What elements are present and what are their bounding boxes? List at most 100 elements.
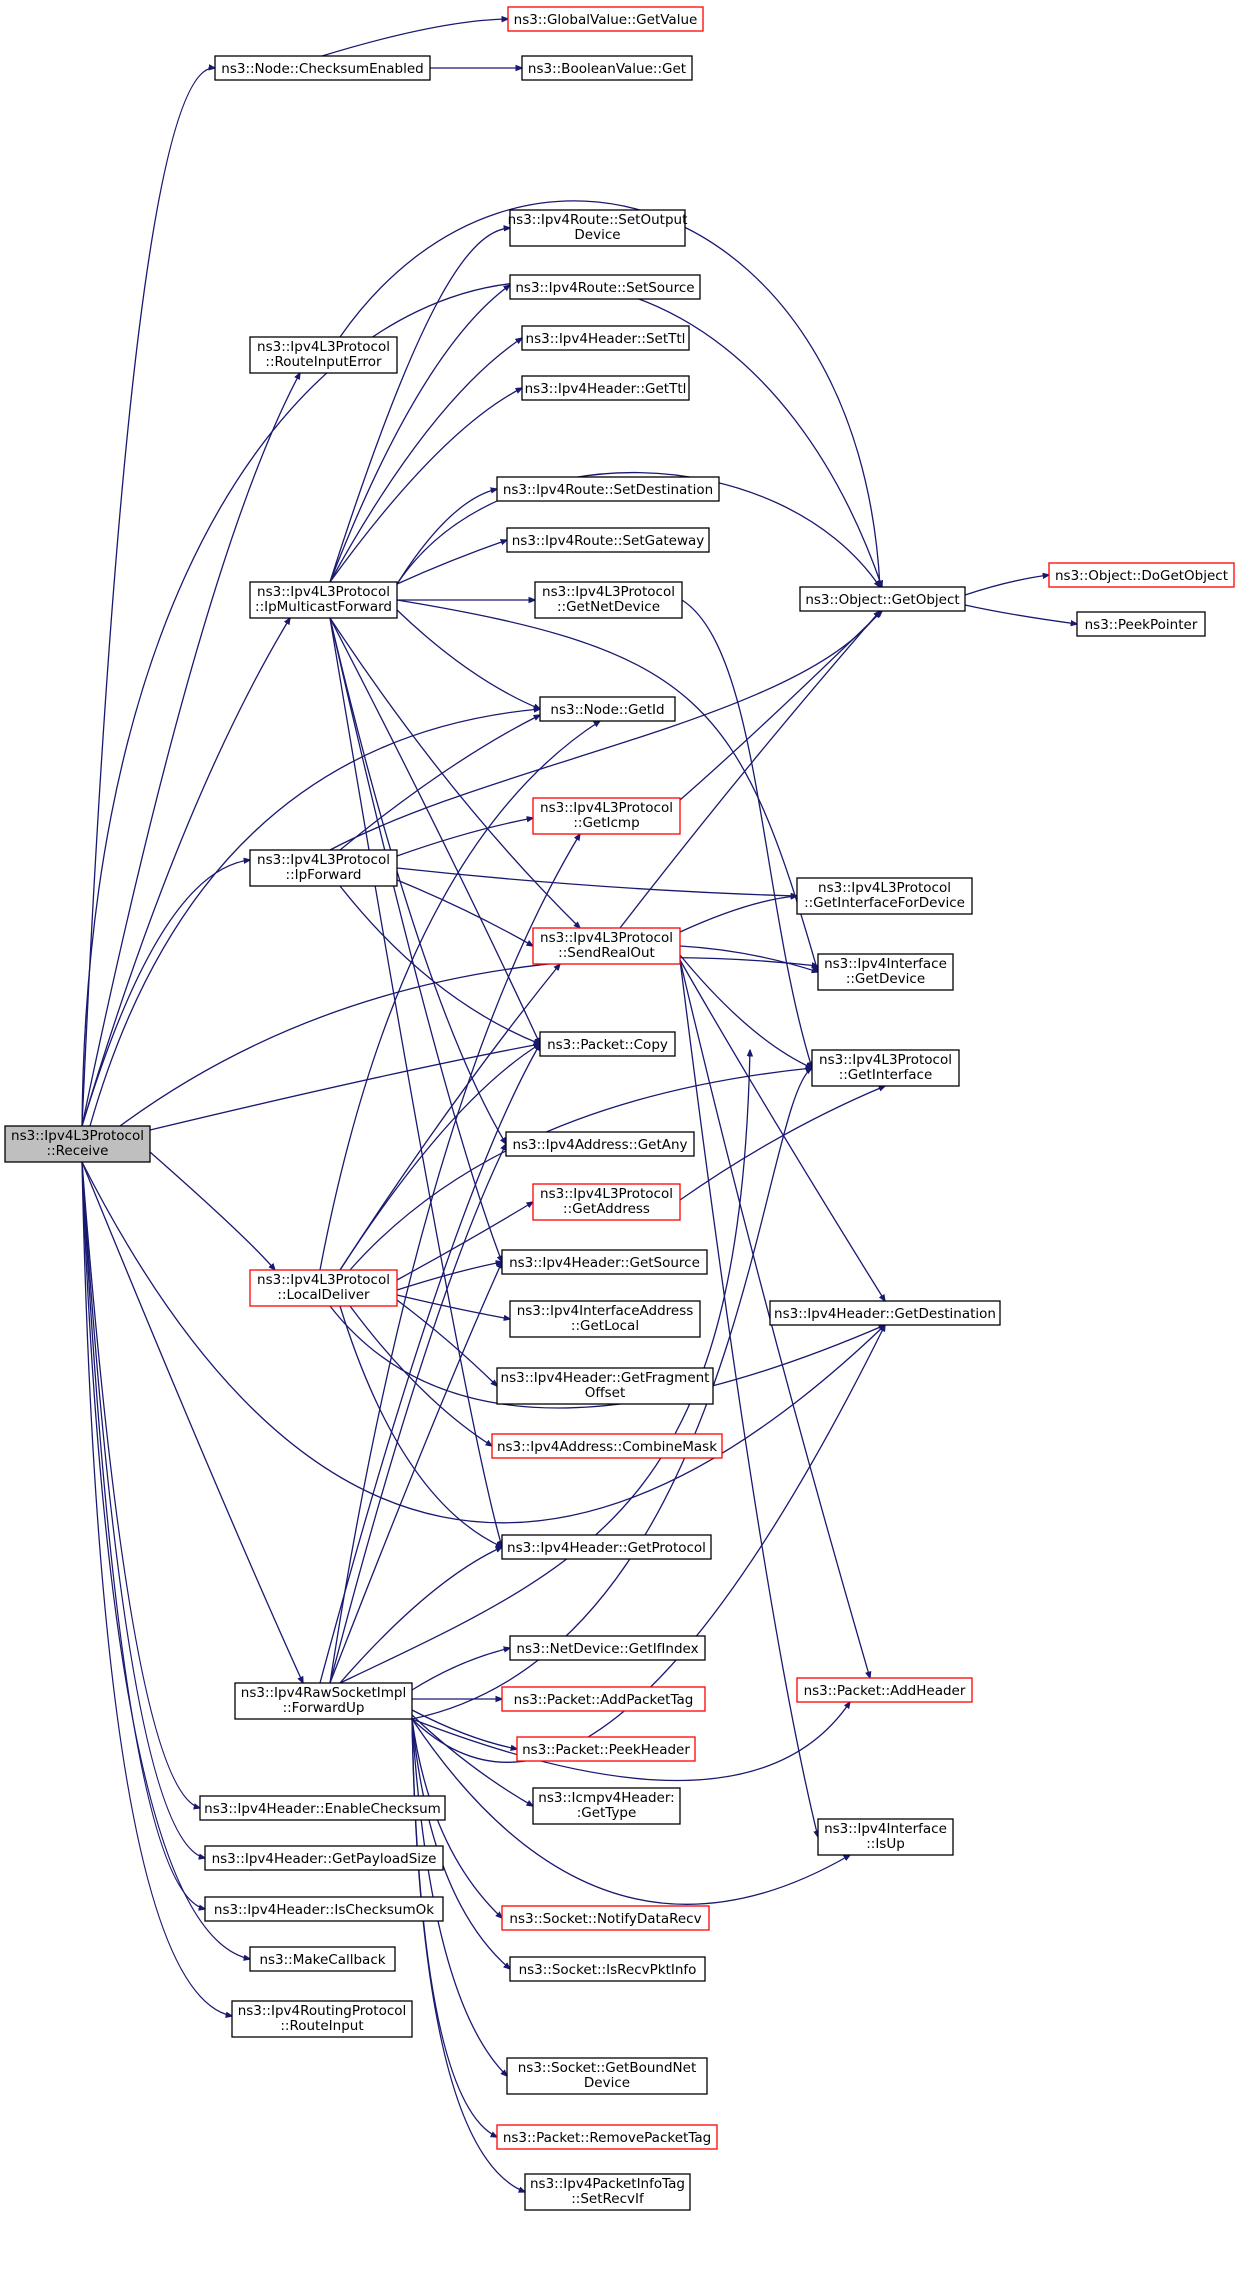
- edge-ipMulticastForward-to-setDestination: [396, 489, 497, 585]
- node-getSourceHdr[interactable]: ns3::Ipv4Header::GetSource: [501, 1249, 708, 1275]
- node-box: [249, 1946, 396, 1972]
- node-isChecksumOk[interactable]: ns3::Ipv4Header::IsChecksumOk: [204, 1896, 444, 1922]
- node-getAddress[interactable]: ns3::Ipv4L3Protocol::GetAddress: [532, 1183, 681, 1221]
- node-sendRealOut[interactable]: ns3::Ipv4L3Protocol::SendRealOut: [532, 927, 681, 965]
- node-label: ::SetRecvIf: [571, 2191, 645, 2207]
- node-peekHeader[interactable]: ns3::Packet::PeekHeader: [516, 1736, 696, 1762]
- node-setTtl[interactable]: ns3::Ipv4Header::SetTtl: [521, 325, 690, 351]
- node-box: [539, 1031, 676, 1057]
- node-setGateway[interactable]: ns3::Ipv4Route::SetGateway: [506, 527, 710, 553]
- node-box: [796, 1677, 973, 1703]
- node-addPacketTag[interactable]: ns3::Packet::AddPacketTag: [501, 1686, 706, 1712]
- node-notifyDataRecv[interactable]: ns3::Socket::NotifyDataRecv: [501, 1905, 710, 1931]
- node-box: [204, 1896, 444, 1922]
- node-getPayloadSize[interactable]: ns3::Ipv4Header::GetPayloadSize: [204, 1845, 444, 1871]
- node-ipMulticastForward[interactable]: ns3::Ipv4L3Protocol::IpMulticastForward: [249, 581, 398, 619]
- edge-localDeliver-to-getDestinationHdr: [329, 1305, 885, 1409]
- node-label: ns3::Packet::PeekHeader: [522, 1742, 690, 1758]
- edge-getNetDevice-to-getInterface: [681, 599, 812, 1068]
- node-label: ::GetInterface: [839, 1067, 933, 1083]
- node-box: [817, 953, 954, 991]
- node-getInterfaceForDevice[interactable]: ns3::Ipv4L3Protocol::GetInterfaceForDevi…: [796, 877, 973, 915]
- node-getIfIndex[interactable]: ns3::NetDevice::GetIfIndex: [509, 1635, 706, 1661]
- node-combineMask[interactable]: ns3::Ipv4Address::CombineMask: [491, 1433, 723, 1459]
- node-getAny[interactable]: ns3::Ipv4Address::GetAny: [505, 1131, 695, 1157]
- node-checksumEnabled[interactable]: ns3::Node::ChecksumEnabled: [214, 55, 431, 81]
- edge-ipMulticastForward-to-setOutputDevice: [329, 228, 510, 583]
- node-label: ns3::Ipv4Route::SetDestination: [503, 482, 713, 498]
- node-getObject[interactable]: ns3::Object::GetObject: [799, 586, 966, 612]
- node-setSource[interactable]: ns3::Ipv4Route::SetSource: [509, 274, 701, 300]
- node-label: ns3::Ipv4L3Protocol: [257, 584, 390, 600]
- node-icmpGetType[interactable]: ns3::Icmpv4Header::GetType: [532, 1787, 681, 1825]
- node-nodeGetId[interactable]: ns3::Node::GetId: [539, 696, 676, 722]
- node-peekPointer[interactable]: ns3::PeekPointer: [1076, 611, 1206, 637]
- node-addHeader[interactable]: ns3::Packet::AddHeader: [796, 1677, 973, 1703]
- node-box: [509, 209, 686, 247]
- node-label: ns3::Socket::NotifyDataRecv: [509, 1911, 701, 1927]
- node-routeInput[interactable]: ns3::Ipv4RoutingProtocol::RouteInput: [231, 2000, 413, 2038]
- node-receive[interactable]: ns3::Ipv4L3Protocol::Receive: [4, 1125, 151, 1163]
- edge-forwardUp-to-ifGetDevice: [339, 1050, 750, 1684]
- node-label: ::GetNetDevice: [557, 599, 660, 615]
- node-box: [214, 55, 431, 81]
- edge-receive-to-isChecksumOk: [81, 1161, 205, 1909]
- edge-sendRealOut-to-ifIsUp: [679, 959, 818, 1837]
- edge-receive-to-routeInputError: [81, 373, 300, 1127]
- node-removePacketTag[interactable]: ns3::Packet::RemovePacketTag: [496, 2124, 718, 2150]
- node-getNetDevice[interactable]: ns3::Ipv4L3Protocol::GetNetDevice: [534, 581, 683, 619]
- node-label: ns3::Ipv4Route::SetOutput: [508, 212, 688, 228]
- node-getIcmp[interactable]: ns3::Ipv4L3Protocol::GetIcmp: [532, 797, 681, 835]
- node-label: ns3::Ipv4Header::EnableChecksum: [204, 1801, 441, 1817]
- node-box: [532, 927, 681, 965]
- node-getInterface[interactable]: ns3::Ipv4L3Protocol::GetInterface: [811, 1049, 960, 1087]
- node-label: ns3::Packet::Copy: [547, 1037, 668, 1053]
- node-box: [507, 6, 704, 32]
- node-box: [521, 55, 693, 81]
- node-ifGetDevice[interactable]: ns3::Ipv4Interface::GetDevice: [817, 953, 954, 991]
- node-label: ns3::Ipv4PacketInfoTag: [530, 2176, 685, 2192]
- node-box: [501, 1905, 710, 1931]
- edge-sendRealOut-to-getInterfaceForDevice: [679, 896, 797, 933]
- node-label: ns3::Ipv4L3Protocol: [11, 1128, 144, 1144]
- node-doGetObject[interactable]: ns3::Object::DoGetObject: [1048, 562, 1235, 588]
- node-getLocal[interactable]: ns3::Ipv4InterfaceAddress::GetLocal: [509, 1300, 701, 1338]
- node-makeCallback[interactable]: ns3::MakeCallback: [249, 1946, 396, 1972]
- node-box: [539, 696, 676, 722]
- node-getDestinationHdr[interactable]: ns3::Ipv4Header::GetDestination: [769, 1300, 1001, 1326]
- node-localDeliver[interactable]: ns3::Ipv4L3Protocol::LocalDeliver: [249, 1269, 398, 1307]
- node-forwardUp[interactable]: ns3::Ipv4RawSocketImpl::ForwardUp: [234, 1682, 413, 1720]
- node-label: ns3::Socket::IsRecvPktInfo: [519, 1962, 697, 1978]
- node-isRecvPktInfo[interactable]: ns3::Socket::IsRecvPktInfo: [509, 1956, 706, 1982]
- node-label: ::GetIcmp: [573, 815, 639, 831]
- node-label: ns3::Ipv4Address::CombineMask: [497, 1439, 717, 1455]
- edge-ipMulticastForward-to-packetCopy: [329, 617, 540, 1044]
- node-label: ::IpForward: [286, 867, 362, 883]
- node-ifIsUp[interactable]: ns3::Ipv4Interface::IsUp: [817, 1818, 954, 1856]
- node-box: [505, 1131, 695, 1157]
- node-label: ns3::Ipv4RoutingProtocol: [238, 2003, 407, 2019]
- node-globalGetValue[interactable]: ns3::GlobalValue::GetValue: [507, 6, 704, 32]
- node-routeInputError[interactable]: ns3::Ipv4L3Protocol::RouteInputError: [249, 336, 398, 374]
- node-box: [769, 1300, 1001, 1326]
- node-getTtl[interactable]: ns3::Ipv4Header::GetTtl: [521, 375, 690, 401]
- node-label: :GetType: [577, 1805, 637, 1821]
- node-ipForward[interactable]: ns3::Ipv4L3Protocol::IpForward: [249, 849, 398, 887]
- node-getProtocol[interactable]: ns3::Ipv4Header::GetProtocol: [501, 1534, 712, 1560]
- edge-receive-to-getPayloadSize: [81, 1161, 205, 1858]
- node-label: ns3::Ipv4Address::GetAny: [512, 1137, 687, 1153]
- call-edges: [81, 19, 1077, 2192]
- node-box: [204, 1845, 444, 1871]
- node-box: [1076, 611, 1206, 637]
- node-packetCopy[interactable]: ns3::Packet::Copy: [539, 1031, 676, 1057]
- node-box: [796, 877, 973, 915]
- node-boolGet[interactable]: ns3::BooleanValue::Get: [521, 55, 693, 81]
- node-setDestination[interactable]: ns3::Ipv4Route::SetDestination: [496, 476, 720, 502]
- node-enableChecksum[interactable]: ns3::Ipv4Header::EnableChecksum: [199, 1795, 446, 1821]
- node-setRecvIf[interactable]: ns3::Ipv4PacketInfoTag::SetRecvIf: [524, 2173, 691, 2211]
- edge-localDeliver-to-sendRealOut: [339, 964, 560, 1271]
